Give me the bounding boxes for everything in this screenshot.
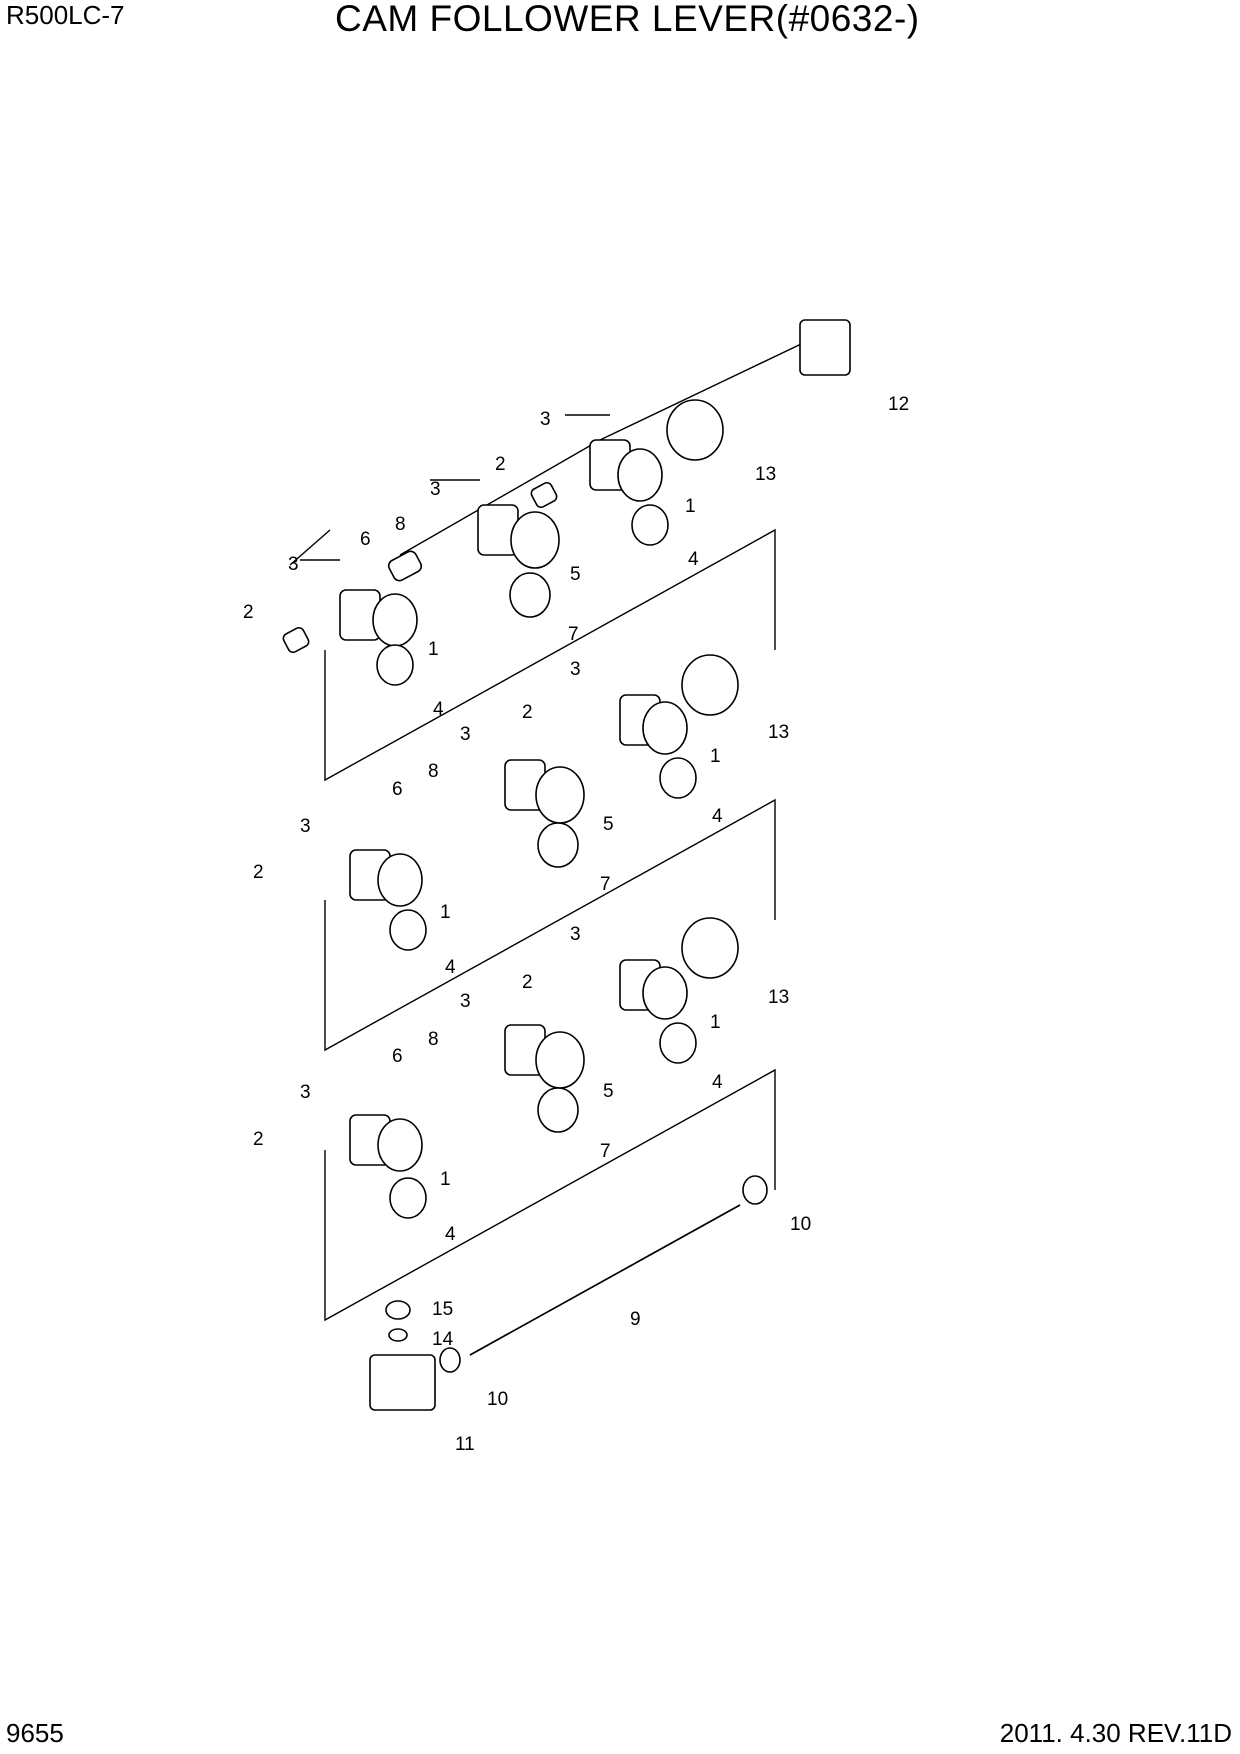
callout-7: 7 <box>600 1141 611 1162</box>
callout-8: 8 <box>428 761 439 782</box>
roller-part-4 <box>376 644 414 686</box>
callout-3: 3 <box>300 816 311 837</box>
callout-3: 3 <box>430 479 441 500</box>
callout-13: 13 <box>755 464 776 485</box>
callout-10: 10 <box>487 1389 508 1410</box>
roller-part-7 <box>509 572 551 618</box>
callout-4: 4 <box>445 1224 456 1245</box>
callout-3: 3 <box>540 409 551 430</box>
callout-3: 3 <box>460 991 471 1012</box>
pin-part-2 <box>530 481 558 509</box>
callout-5: 5 <box>603 814 614 835</box>
callout-4: 4 <box>712 806 723 827</box>
bracket-part-11 <box>369 1354 436 1411</box>
page-title: CAM FOLLOWER LEVER(#0632-) <box>335 0 920 39</box>
callout-1: 1 <box>710 1012 721 1033</box>
nut-part-15 <box>385 1300 411 1320</box>
callout-4: 4 <box>445 957 456 978</box>
callout-11: 11 <box>455 1434 475 1455</box>
bracket-part-12 <box>799 319 851 376</box>
roller-part-4 <box>659 757 697 799</box>
callout-3: 3 <box>570 659 581 680</box>
roller-part-7 <box>537 1087 579 1133</box>
lever-bore <box>535 1031 585 1089</box>
plug-part-10 <box>439 1347 461 1373</box>
callout-5: 5 <box>570 564 581 585</box>
callout-6: 6 <box>392 779 403 800</box>
washer-part-14 <box>388 1328 408 1342</box>
callout-4: 4 <box>688 549 699 570</box>
callout-6: 6 <box>392 1046 403 1067</box>
lever-bore <box>510 511 560 569</box>
callout-10: 10 <box>790 1214 811 1235</box>
model-code: R500LC-7 <box>6 0 125 30</box>
lever-bore <box>372 593 418 647</box>
callout-4: 4 <box>712 1072 723 1093</box>
callout-1: 1 <box>710 746 721 767</box>
roller-part-4 <box>631 504 669 546</box>
callout-1: 1 <box>440 902 451 923</box>
bracket-part-13 <box>681 917 739 979</box>
date-revision: 2011. 4.30 REV.11D <box>999 1718 1232 1748</box>
page-number: 9655 <box>6 1718 64 1748</box>
callout-15: 15 <box>432 1299 453 1320</box>
roller-part-4 <box>389 909 427 951</box>
callout-12: 12 <box>888 394 909 415</box>
callout-6: 6 <box>360 529 371 550</box>
callout-labels: 3 2 3 8 6 3 2 12 13 1 4 5 7 1 4 3 2 3 8 … <box>243 394 909 1455</box>
lever-bore <box>377 1118 423 1172</box>
callout-13: 13 <box>768 987 789 1008</box>
pin-part-2 <box>282 626 310 654</box>
callout-5: 5 <box>603 1081 614 1102</box>
callout-3: 3 <box>300 1082 311 1103</box>
lever-bore <box>642 966 688 1020</box>
roller-part-4 <box>659 1022 697 1064</box>
lever-bore <box>617 448 663 502</box>
callout-3: 3 <box>288 554 299 575</box>
callout-1: 1 <box>685 496 696 517</box>
lever-bore <box>377 853 423 907</box>
callout-7: 7 <box>568 624 579 645</box>
callout-2: 2 <box>522 702 533 723</box>
bracket-part-13 <box>666 399 724 461</box>
roller-part-4 <box>389 1177 427 1219</box>
camshaft-part-9 <box>469 1204 741 1356</box>
lever-bore <box>642 701 688 755</box>
callout-2: 2 <box>522 972 533 993</box>
callout-1: 1 <box>428 639 439 660</box>
callout-9: 9 <box>630 1309 641 1330</box>
callout-2: 2 <box>495 454 506 475</box>
callout-14: 14 <box>432 1329 454 1350</box>
callout-2: 2 <box>253 1129 264 1150</box>
callout-1: 1 <box>440 1169 451 1190</box>
lever-bore <box>535 766 585 824</box>
part-shapes <box>282 319 851 1411</box>
callout-8: 8 <box>428 1029 439 1050</box>
callout-2: 2 <box>253 862 264 883</box>
plug-part-10 <box>742 1175 768 1205</box>
leader-lines <box>289 334 821 1322</box>
pin-part-6 <box>387 550 423 582</box>
callout-8: 8 <box>395 514 406 535</box>
callout-7: 7 <box>600 874 611 895</box>
bracket-part-13 <box>681 654 739 716</box>
callout-3: 3 <box>460 724 471 745</box>
callout-13: 13 <box>768 722 789 743</box>
roller-part-7 <box>537 822 579 868</box>
callout-4: 4 <box>433 699 444 720</box>
callout-3: 3 <box>570 924 581 945</box>
callout-2: 2 <box>243 602 254 623</box>
